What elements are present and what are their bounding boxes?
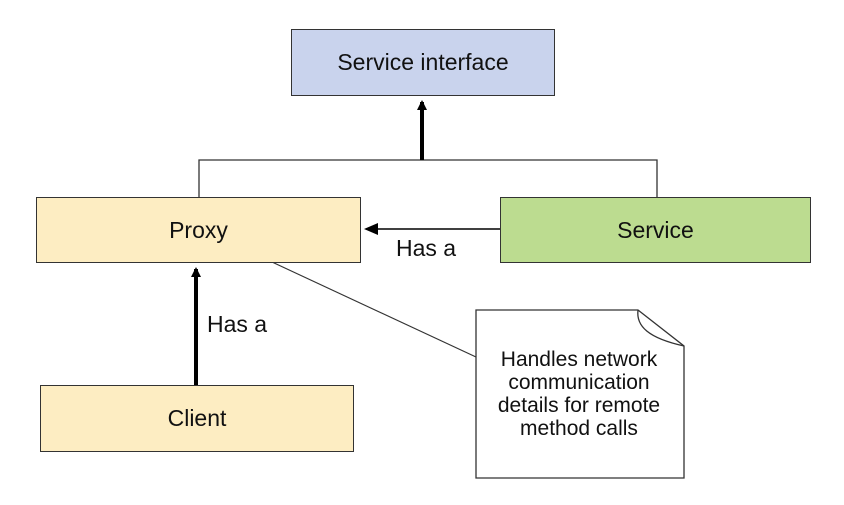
note-text: Handles network communication details fo… [476,348,682,440]
proxy-box: Proxy [36,197,361,263]
note-line: details for remote [497,394,661,417]
note-shape [475,309,685,479]
note-fold [637,309,685,347]
client-to-proxy-label: Has a [207,311,268,337]
service-box: Service [500,197,811,263]
proxy-label: Proxy [169,216,228,243]
service-label: Service [617,216,694,243]
note-connector-line [271,261,477,358]
note-line: method calls [520,417,638,440]
service-interface-label: Service interface [337,49,509,75]
service-to-proxy-label: Has a [396,235,457,261]
client-box: Client [40,385,354,452]
note-line: communication [508,371,650,394]
proxy-implements-line [198,159,658,197]
service-interface-box: Service interface [291,29,555,96]
client-label: Client [167,405,227,431]
note-line: Handles network [500,348,658,371]
